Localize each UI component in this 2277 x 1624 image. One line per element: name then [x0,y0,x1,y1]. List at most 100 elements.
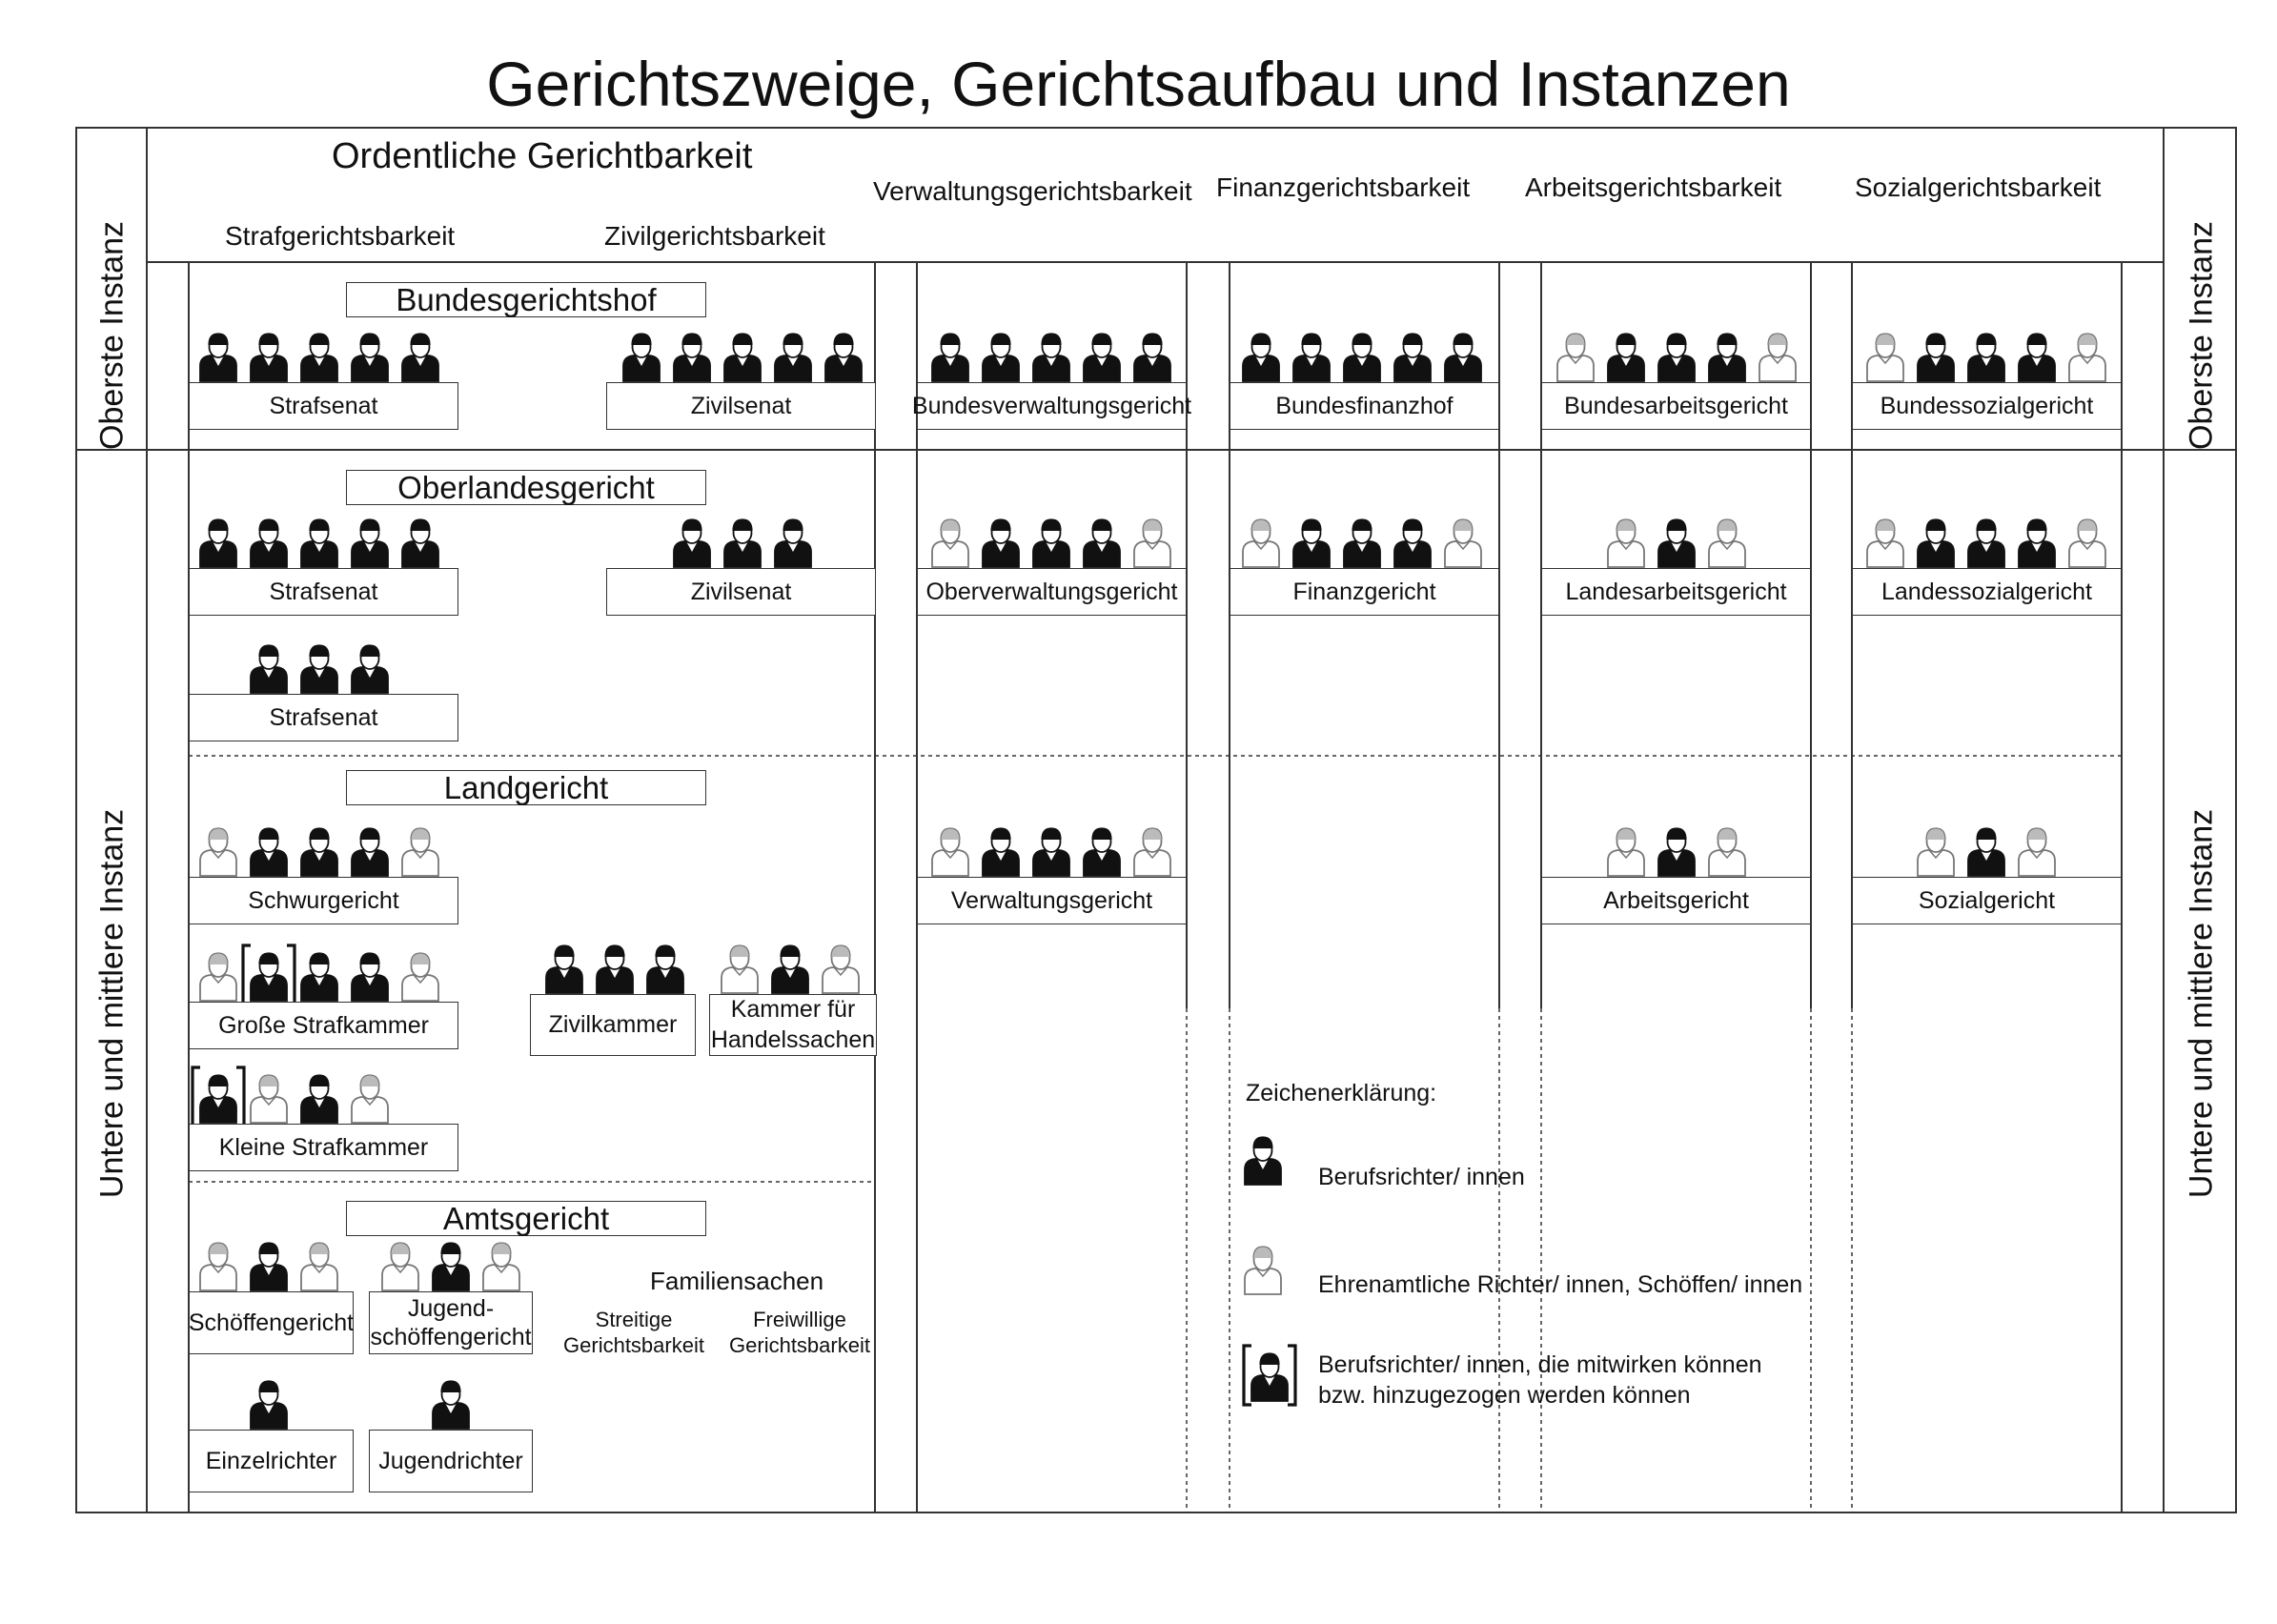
court-bundesgerichtshof: Bundesgerichtshof [346,282,706,317]
body-bundesarbeitsgericht: Bundesarbeitsgericht [1541,382,1811,430]
bverwg-judge-5 [1133,333,1171,382]
kfh-judge-3 [822,944,860,994]
side-label-lower-left: Untere und mittlere Instanz [93,808,131,1199]
kleine-strafkammer-judge-4 [351,1074,389,1124]
bgh-strafsenat-judge-3 [300,333,338,382]
bgh-zivilsenat-judge-2 [673,333,711,382]
bag-judge-2 [1607,333,1645,382]
sg-judge-1 [1917,827,1955,877]
body-schwurgericht: Schwurgericht [189,877,458,924]
body-oberverwaltungsgericht: Oberverwaltungsgericht [917,568,1187,616]
bsg-judge-5 [2068,333,2106,382]
ovg-judge-2 [982,518,1020,568]
grosse-strafkammer-judge-4 [351,952,389,1002]
branch-verwaltung: Verwaltungsgerichtsbarkeit [873,176,1192,206]
kleine-strafkammer-judge-1 [191,1066,246,1128]
lag-judge-2 [1657,518,1696,568]
olg-strafsenat-judge-1 [199,518,237,568]
vg-judge-3 [1032,827,1070,877]
body-finanzgericht: Finanzgericht [1230,568,1499,616]
body-bundesfinanzhof: Bundesfinanzhof [1230,382,1499,430]
olg-zivilsenat-judge-1 [673,518,711,568]
arbg-judge-2 [1657,827,1696,877]
legend-ehren-label: Ehrenamtliche Richter/ innen, Schöffen/ … [1318,1271,1803,1298]
vg-judge-1 [931,827,969,877]
streitige-line-1: Streitige [595,1308,673,1331]
legend-mitwirk-icon [1242,1344,1297,1407]
grosse-strafkammer-judge-5 [401,952,439,1002]
lag-judge-3 [1708,518,1746,568]
body-bgh-zivilsenat: Zivilsenat [606,382,876,430]
bfh-judge-1 [1242,333,1280,382]
bgh-strafsenat-judge-4 [351,333,389,382]
lsg-judge-4 [2018,518,2056,568]
bfh-judge-3 [1343,333,1381,382]
body-landessozialgericht: Landessozialgericht [1852,568,2122,616]
schwurgericht-judge-3 [300,827,338,877]
kfh-judge-2 [771,944,809,994]
lsg-judge-3 [1967,518,2005,568]
ovg-judge-1 [931,518,969,568]
freiwillige-line-2: Gerichtsbarkeit [729,1333,870,1357]
ovg-judge-3 [1032,518,1070,568]
kfh-line-2: Handelssachen [710,1025,876,1053]
body-grosse-strafkammer: Große Strafkammer [189,1002,458,1049]
body-bgh-strafsenat: Strafsenat [189,382,458,430]
body-bundesverwaltungsgericht: Bundesverwaltungsgericht [912,382,1191,430]
bfh-judge-4 [1393,333,1432,382]
lsg-judge-2 [1917,518,1955,568]
legend-title: Zeichenerklärung: [1246,1080,1437,1106]
freiwillige-line-1: Freiwillige [753,1308,846,1331]
olg-strafsenat-2-judge-1 [250,644,288,694]
lsg-judge-1 [1866,518,1904,568]
branch-straf: Strafgerichtsbarkeit [225,221,456,251]
ovg-judge-5 [1133,518,1171,568]
body-zivilkammer: Zivilkammer [530,994,696,1056]
body-sozialgericht: Sozialgericht [1852,877,2122,924]
schoeffengericht-judge-2 [250,1242,288,1291]
legend-mitwirk-label-1: Berufsrichter/ innen, die mitwirken könn… [1318,1351,1762,1378]
zivilkammer-judge-1 [545,944,583,994]
grosse-strafkammer-judge-1 [199,952,237,1002]
branch-arbeit: Arbeitsgerichtsbarkeit [1525,173,1782,202]
bgh-strafsenat-judge-5 [401,333,439,382]
body-schoeffengericht: Schöffengericht [189,1291,354,1354]
side-label-lower-right: Untere und mittlere Instanz [2183,808,2220,1199]
legend-berufs-label: Berufsrichter/ innen [1318,1164,1525,1190]
schwurgericht-judge-5 [401,827,439,877]
body-olg-strafsenat-2: Strafsenat [189,694,458,741]
jugendschoeffengericht-judge-1 [381,1242,419,1291]
bgh-zivilsenat-judge-5 [824,333,863,382]
familiensachen-label: Familiensachen [650,1267,824,1295]
bsg-judge-4 [2018,333,2056,382]
bverwg-judge-2 [982,333,1020,382]
bgh-zivilsenat-judge-1 [622,333,661,382]
schwurgericht-judge-1 [199,827,237,877]
olg-strafsenat-judge-4 [351,518,389,568]
grosse-strafkammer-judge-2 [241,944,296,1006]
lag-judge-1 [1607,518,1645,568]
kfh-line-1: Kammer für [730,996,856,1024]
body-landesarbeitsgericht: Landesarbeitsgericht [1541,568,1811,616]
body-bundessozialgericht: Bundessozialgericht [1852,382,2122,430]
kfh-judge-1 [721,944,759,994]
fg-judge-4 [1393,518,1432,568]
olg-strafsenat-judge-5 [401,518,439,568]
bag-judge-3 [1657,333,1696,382]
bag-judge-4 [1708,333,1746,382]
body-olg-zivilsenat: Zivilsenat [606,568,876,616]
zivilkammer-judge-2 [596,944,634,994]
olg-strafsenat-2-judge-2 [300,644,338,694]
zivilkammer-judge-3 [646,944,684,994]
kleine-strafkammer-judge-2 [250,1074,288,1124]
legend-berufs-icon [1244,1136,1282,1186]
legend-ehren-icon [1244,1246,1282,1295]
fg-judge-5 [1444,518,1482,568]
bverwg-judge-3 [1032,333,1070,382]
schoeffengericht-judge-3 [300,1242,338,1291]
outer-frame [75,127,2237,1513]
arbg-judge-3 [1708,827,1746,877]
body-einzelrichter: Einzelrichter [189,1430,354,1492]
bsg-judge-2 [1917,333,1955,382]
olg-strafsenat-2-judge-3 [351,644,389,694]
